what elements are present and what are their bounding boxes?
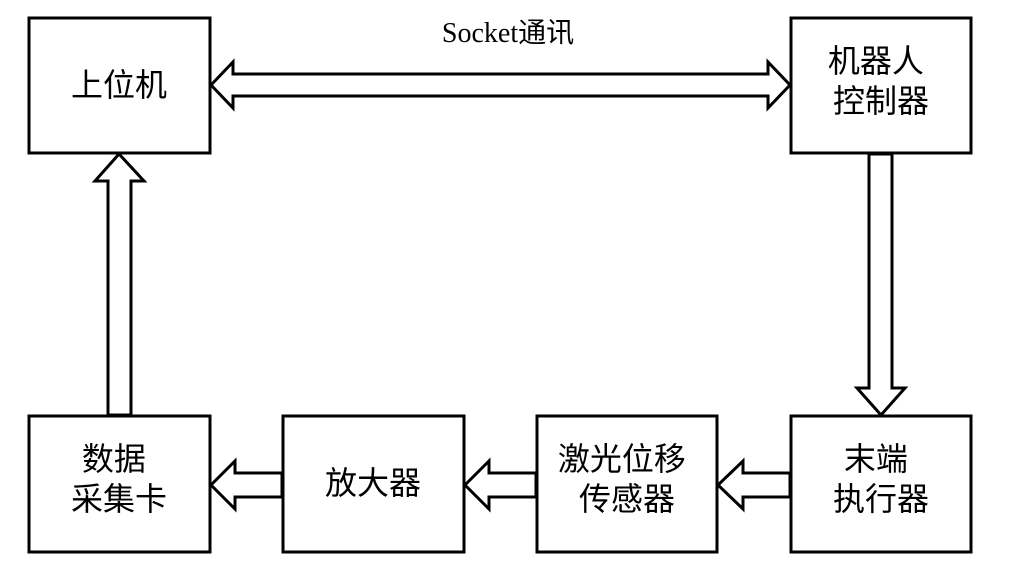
up-arrow-daq-to-host bbox=[91, 151, 148, 417]
end-effector-label: 末端 执行器 bbox=[833, 440, 929, 518]
robot-controller-box bbox=[789, 16, 973, 155]
daq-card-label-line-1: 数据 bbox=[82, 440, 146, 478]
bidirectional-arrow-socket bbox=[208, 58, 793, 112]
left-arrow-effector-to-sensor bbox=[715, 457, 792, 513]
host-label: 上位机 bbox=[71, 66, 167, 104]
socket-edge-label: Socket通讯 bbox=[442, 18, 574, 49]
left-arrow-amplifier-to-daq bbox=[208, 457, 284, 513]
host-box bbox=[27, 16, 212, 155]
end-effector-label-line-1: 末端 bbox=[844, 440, 908, 478]
daq-card-label: 数据 采集卡 bbox=[71, 440, 167, 518]
robot-controller-label: 机器人 控制器 bbox=[828, 42, 934, 120]
robot-controller-label-line-1: 机器人 bbox=[828, 42, 924, 80]
end-effector-label-line-2: 执行器 bbox=[833, 480, 929, 518]
down-arrow-controller-to-effector bbox=[853, 152, 909, 418]
laser-sensor-label-line-1: 激光位移 bbox=[558, 440, 686, 478]
daq-card-label-line-2: 采集卡 bbox=[71, 480, 167, 518]
host-label-line-1: 上位机 bbox=[71, 66, 167, 104]
amplifier-label: 放大器 bbox=[325, 464, 421, 502]
daq-card-box bbox=[27, 414, 212, 554]
laser-sensor-label: 激光位移 传感器 bbox=[558, 440, 696, 518]
laser-sensor-label-line-2: 传感器 bbox=[579, 480, 675, 518]
amplifier-box bbox=[281, 414, 466, 554]
left-arrow-sensor-to-amplifier bbox=[462, 457, 538, 513]
robot-controller-label-line-2: 控制器 bbox=[833, 82, 929, 120]
amplifier-label-line-1: 放大器 bbox=[325, 464, 421, 502]
